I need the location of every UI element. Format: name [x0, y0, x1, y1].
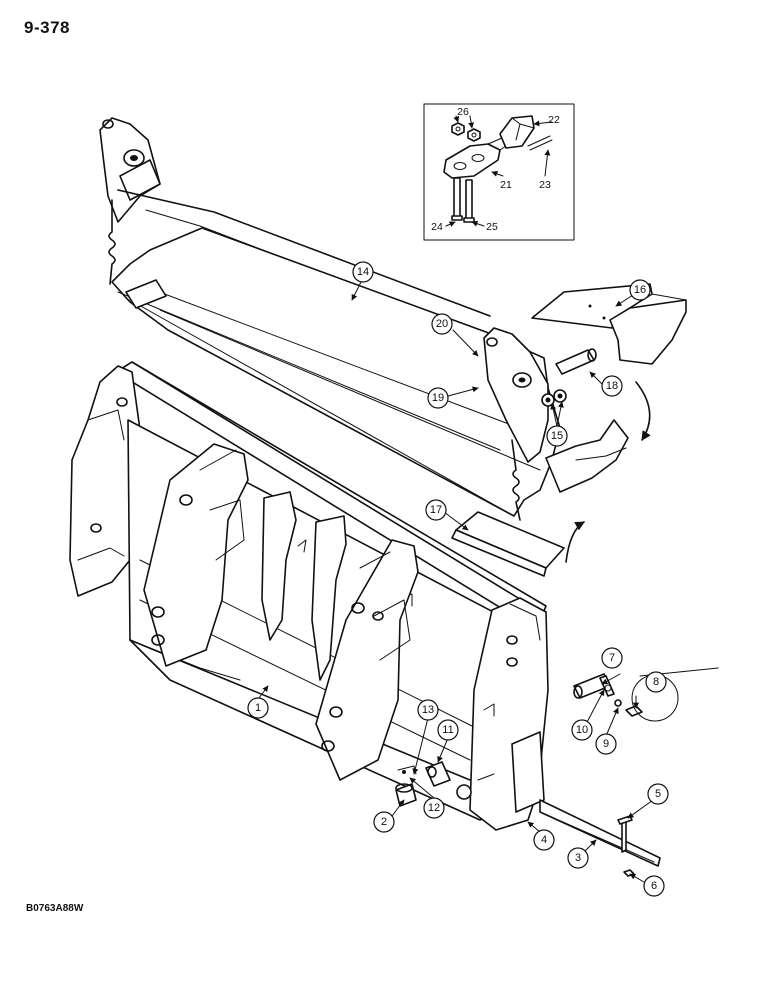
right-mount-bracket: [315, 539, 419, 781]
install-arrow-lower: [565, 521, 585, 563]
callout-19: 19: [427, 387, 449, 409]
callout-label-15: 15: [551, 430, 563, 442]
callout-label-14: 14: [357, 266, 369, 278]
drawing-code: B0763A88W: [26, 903, 84, 914]
page-number: 9-378: [24, 18, 70, 37]
callout-label-16: 16: [634, 284, 646, 296]
callout-11: 11: [437, 719, 459, 741]
callout-17: 17: [425, 499, 447, 521]
callout-label-4: 4: [541, 834, 547, 846]
callout-14: 14: [352, 261, 374, 283]
callout-20: 20: [431, 313, 453, 335]
inset-label-21: 21: [500, 179, 512, 191]
callout-label-8: 8: [653, 676, 659, 688]
inset-label-25: 25: [486, 221, 498, 233]
callout-12: 12: [423, 797, 445, 819]
callout-4: 4: [533, 829, 555, 851]
inset-bracket: [443, 137, 507, 179]
cutting-edge-hardware: [539, 799, 661, 877]
callout-13: 13: [417, 699, 439, 721]
callout-label-5: 5: [655, 788, 661, 800]
callout-label-10: 10: [576, 724, 588, 736]
callout-10: 10: [571, 719, 593, 741]
detail-inset: 26 22 23 21 24 25: [423, 103, 575, 241]
callout-label-13: 13: [422, 704, 434, 716]
callout-label-12: 12: [428, 802, 440, 814]
upper-attachment-assembly: [99, 117, 629, 521]
wear-strip: [451, 511, 565, 577]
callout-label-11: 11: [442, 724, 453, 736]
callout-7: 7: [601, 647, 623, 669]
left-mount-bracket: [143, 443, 249, 667]
callout-18: 18: [601, 375, 623, 397]
callout-label-7: 7: [609, 652, 615, 664]
callout-9: 9: [595, 733, 617, 755]
callout-3: 3: [567, 847, 589, 869]
callout-label-9: 9: [603, 738, 609, 750]
inset-label-22: 22: [548, 114, 560, 126]
callout-6: 6: [643, 875, 665, 897]
inset-bolts: [451, 177, 475, 223]
inset-plate: [499, 115, 535, 149]
bucket-frame: [69, 361, 549, 831]
callout-label-2: 2: [381, 816, 387, 828]
callout-leaders: [255, 279, 719, 883]
inset-pin: [527, 135, 551, 147]
callout-label-18: 18: [606, 380, 618, 392]
inset-label-24: 24: [431, 221, 443, 233]
lower-pin-hardware: [395, 761, 451, 807]
callout-label-1: 1: [255, 702, 261, 714]
callout-label-17: 17: [430, 504, 442, 516]
callout-5: 5: [647, 783, 669, 805]
bolt-on-edge: [531, 283, 687, 365]
hinge-pin-bushings: [541, 348, 597, 407]
inset-frame: [423, 103, 575, 241]
right-hinge-bracket: [483, 327, 549, 463]
callout-15: 15: [546, 425, 568, 447]
callout-2: 2: [373, 811, 395, 833]
inset-label-26: 26: [457, 106, 469, 118]
callout-label-20: 20: [436, 318, 448, 330]
callout-label-6: 6: [651, 880, 657, 892]
callout-16: 16: [629, 279, 651, 301]
callout-label-19: 19: [432, 392, 444, 404]
callout-8: 8: [645, 671, 667, 693]
inset-label-23: 23: [539, 179, 551, 191]
callout-label-3: 3: [575, 852, 581, 864]
install-arrow-upper: [635, 381, 651, 441]
inset-nuts: [451, 122, 481, 142]
callout-1: 1: [247, 697, 269, 719]
